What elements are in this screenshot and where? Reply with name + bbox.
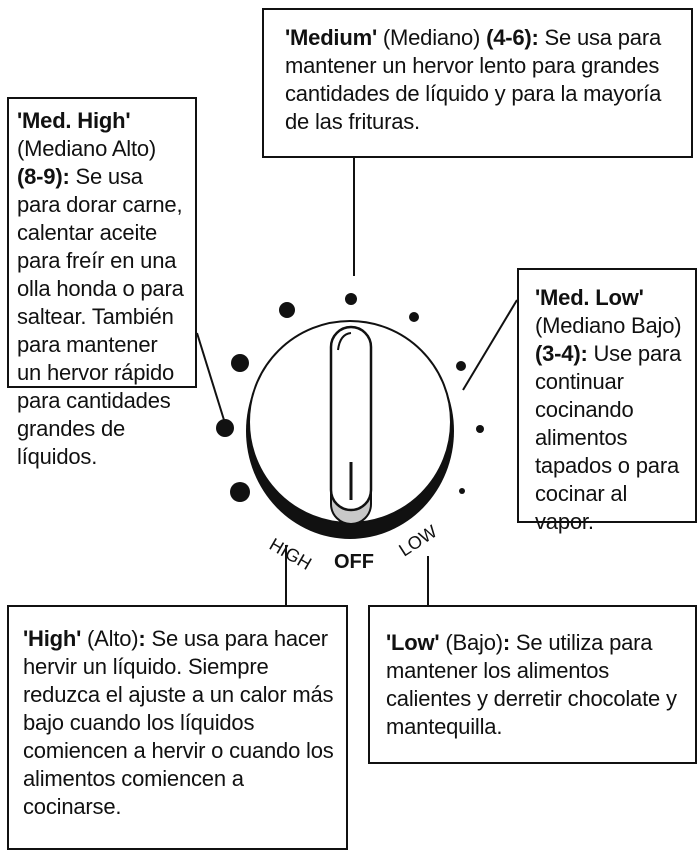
setting-name: 'Low' bbox=[386, 630, 440, 655]
setting-dot-medium bbox=[345, 293, 357, 305]
setting-translation: (Bajo) bbox=[439, 630, 503, 655]
dial-label-off: OFF bbox=[334, 551, 374, 573]
knob-grip-highlight bbox=[337, 332, 352, 351]
callout-med-low: 'Med. Low' (Mediano Bajo) (3-4): Use par… bbox=[517, 268, 697, 534]
setting-name: 'Med. Low' bbox=[535, 285, 644, 310]
knob-grip bbox=[329, 325, 373, 512]
setting-name: 'High' bbox=[23, 626, 82, 651]
setting-dot-medium-low-1 bbox=[409, 312, 419, 322]
setting-dot-medium-high-1 bbox=[279, 302, 295, 318]
setting-range: (8-9): bbox=[17, 164, 70, 189]
dial-label-low: LOW bbox=[395, 521, 440, 560]
setting-translation: (Mediano) bbox=[376, 25, 487, 50]
callout-med-high: 'Med. High' (Mediano Alto) (8-9): Se usa… bbox=[7, 97, 197, 469]
setting-range: (4-6): bbox=[486, 25, 539, 50]
callout-high: 'High' (Alto): Se usa para hacer hervir … bbox=[7, 605, 348, 850]
setting-description: Se usa para mantener un hervor lento par… bbox=[285, 25, 662, 134]
setting-dot-low-1 bbox=[476, 425, 484, 433]
setting-range: : bbox=[502, 630, 510, 655]
callout-low: 'Low' (Bajo): Se utiliza para mantener l… bbox=[368, 605, 697, 764]
setting-range: (3-4): bbox=[535, 341, 588, 366]
setting-dot-high-2 bbox=[230, 482, 250, 502]
setting-range: : bbox=[138, 626, 146, 651]
setting-dot-high-1 bbox=[216, 419, 234, 437]
setting-name: 'Med. High' bbox=[17, 108, 131, 133]
callout-medium: 'Medium' (Mediano) (4-6): Se usa para ma… bbox=[262, 8, 693, 158]
setting-description: Se usa para dorar carne, calentar aceite… bbox=[17, 164, 184, 469]
setting-description: Use para continuar cocinando alimentos t… bbox=[535, 341, 682, 534]
setting-name: 'Medium' bbox=[285, 25, 377, 50]
setting-translation: (Mediano Bajo) bbox=[535, 313, 682, 338]
setting-dot-medium-low-2 bbox=[456, 361, 466, 371]
setting-translation: (Alto) bbox=[81, 626, 139, 651]
dial-label-high: HIGH bbox=[266, 534, 315, 574]
setting-translation: (Mediano Alto) bbox=[17, 136, 157, 161]
leader-line-med-low bbox=[462, 299, 518, 391]
setting-dot-low-2 bbox=[459, 488, 465, 494]
setting-dot-medium-high-2 bbox=[231, 354, 249, 372]
leader-line-med-high bbox=[196, 332, 225, 421]
setting-description: Se utiliza para mantener los alimentos c… bbox=[386, 630, 677, 739]
setting-description: Se usa para hacer hervir un líquido. Sie… bbox=[23, 626, 334, 819]
